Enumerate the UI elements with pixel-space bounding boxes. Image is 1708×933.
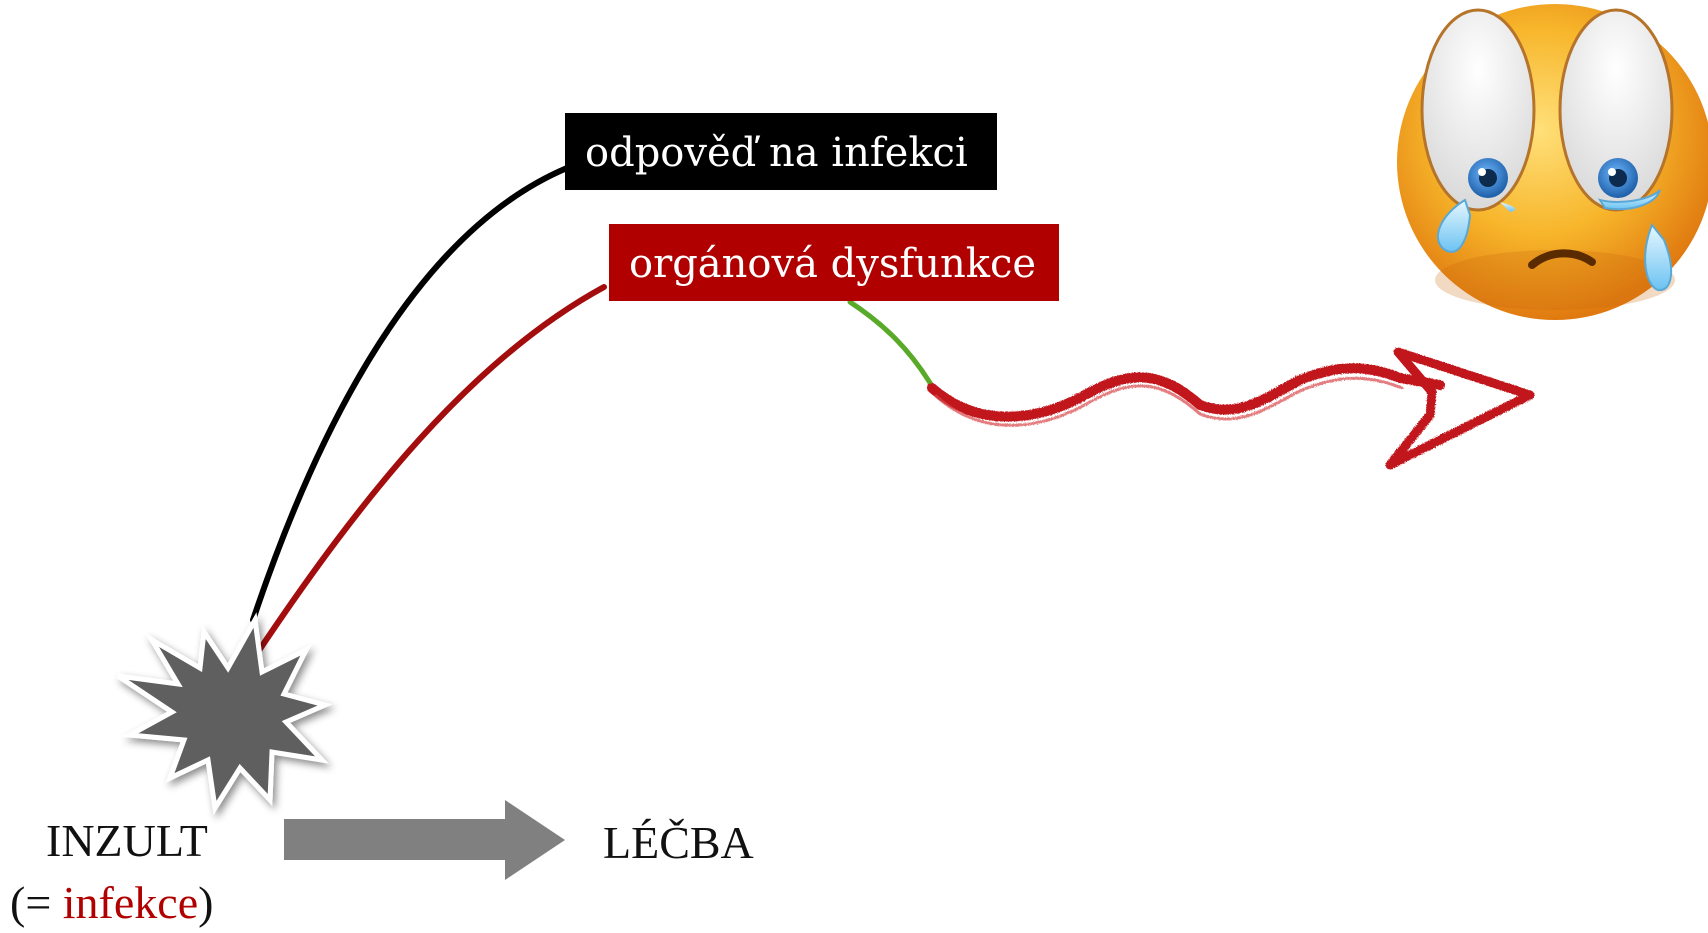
response-label-box: odpověď na infekci (565, 113, 997, 190)
crying-face-icon (1397, 4, 1708, 320)
organ-dysfunction-label: orgánová dysfunkce (629, 241, 1037, 287)
insult-label: INZULT (46, 815, 208, 866)
green-segment (847, 299, 935, 389)
wavy-arrow-icon (927, 347, 1535, 470)
insult-paren-close: ) (198, 877, 214, 928)
response-curve (250, 165, 570, 623)
insult-paren-open: (= (10, 877, 63, 928)
insult-infection: infekce (62, 877, 199, 928)
organ-dysfunction-label-box: orgánová dysfunkce (609, 224, 1059, 301)
response-label: odpověď na infekci (585, 130, 968, 176)
insult-subtitle: (= infekce) (10, 880, 213, 926)
treatment-label: LÉČBA (603, 817, 754, 868)
explosion-burst-icon (116, 612, 333, 816)
organ-dysfunction-curve (255, 284, 607, 655)
right-arrow-icon (284, 800, 565, 880)
